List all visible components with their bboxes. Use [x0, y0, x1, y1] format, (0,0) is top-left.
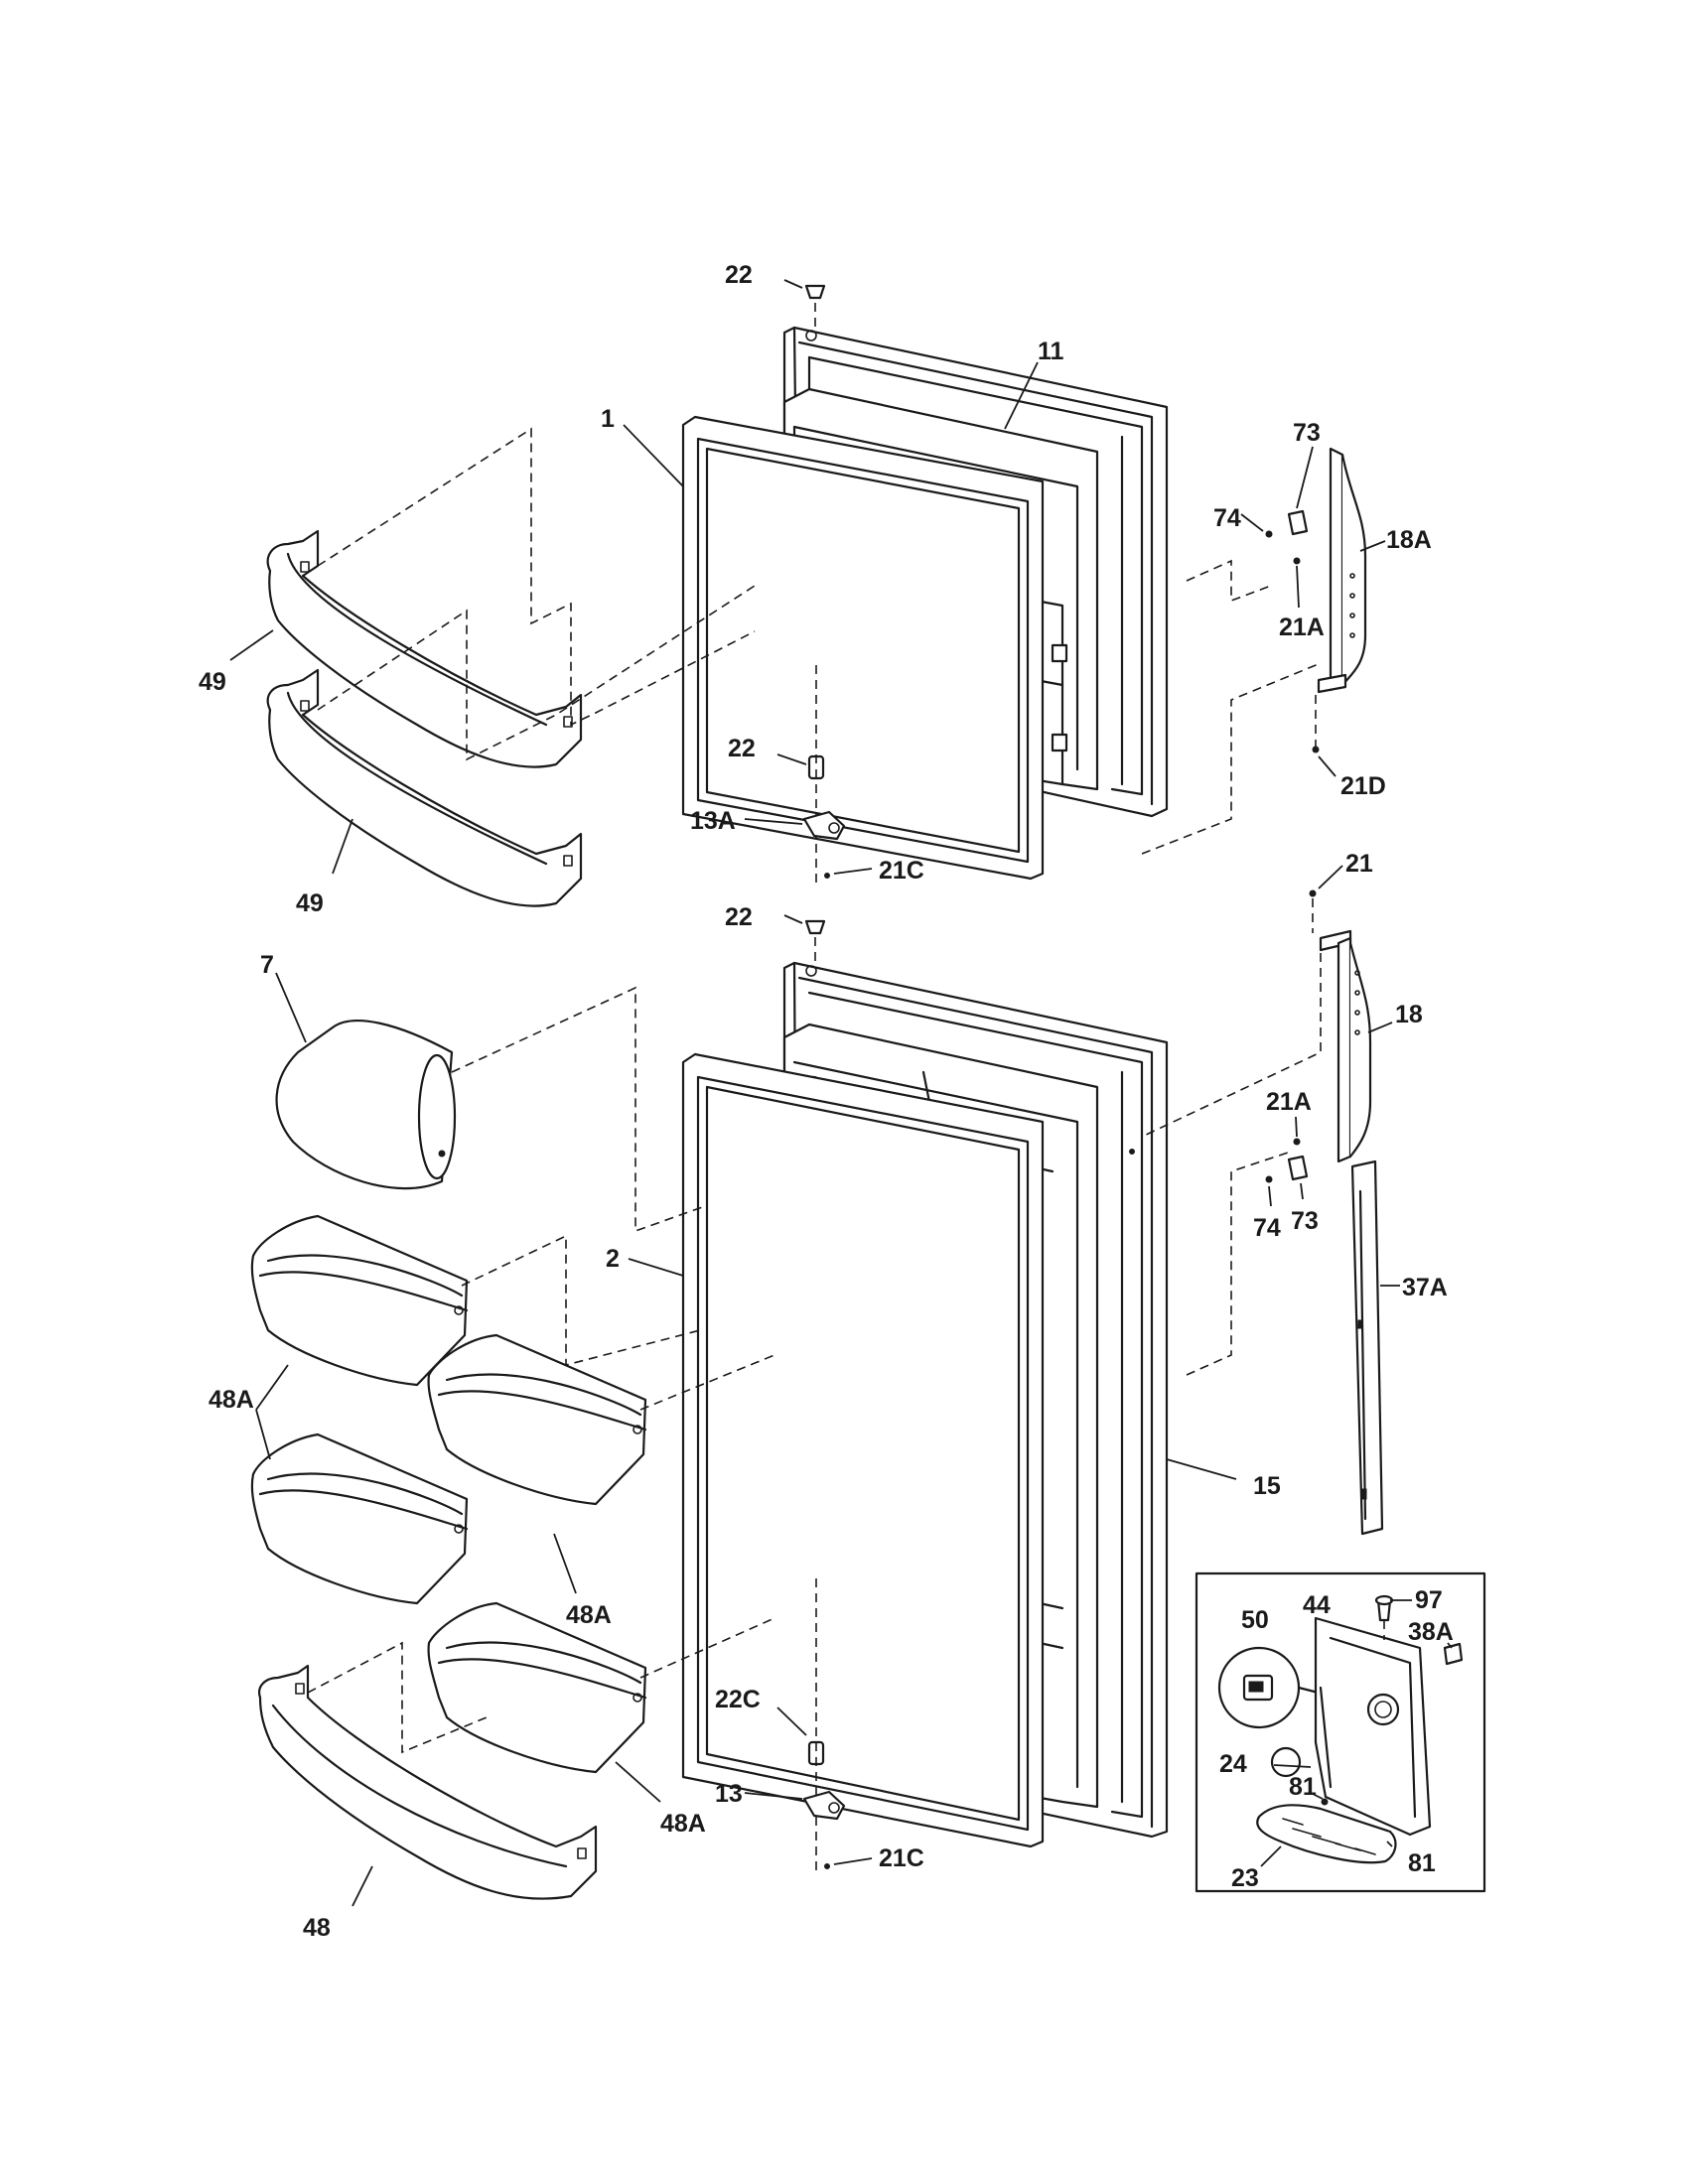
- label-22-low: 22: [725, 903, 753, 931]
- label-74-top: 74: [1213, 504, 1241, 532]
- alignment-line-bin-3: [639, 1617, 775, 1679]
- label-21A-top: 21A: [1279, 614, 1325, 641]
- alignment-line-dairy-cover: [451, 986, 706, 1233]
- hinge-bushing-13A: [802, 810, 846, 879]
- label-18: 18: [1395, 1001, 1423, 1028]
- handle-end-cap-73-low: [1287, 1155, 1309, 1181]
- door-shelf-bar-lower: [266, 668, 583, 907]
- door-bin-upper-left: [250, 1214, 469, 1387]
- label-81-upper: 81: [1289, 1773, 1317, 1801]
- hinge-bushing-13: [802, 1790, 846, 1869]
- door-bin-lower-right: [427, 1601, 647, 1774]
- label-81-lower: 81: [1408, 1849, 1436, 1877]
- label-7: 7: [260, 951, 274, 979]
- label-24: 24: [1219, 1750, 1247, 1778]
- screw-21: [1309, 889, 1317, 897]
- label-22-top: 22: [725, 261, 753, 289]
- door-bin-middle-left: [250, 1433, 469, 1605]
- screw-74-low: [1265, 1175, 1273, 1183]
- label-38A: 38A: [1408, 1618, 1454, 1646]
- label-1: 1: [601, 405, 615, 433]
- label-49-lower: 49: [296, 889, 324, 917]
- part-labels: 22 11 1 73 74 18A 21A 21D 49 49 22 13A 2…: [199, 261, 1454, 1942]
- label-73-top: 73: [1293, 419, 1321, 447]
- label-2: 2: [606, 1245, 620, 1273]
- label-73-low: 73: [1291, 1207, 1319, 1235]
- screw-21A-top: [1293, 557, 1301, 565]
- alignment-line-fresh-right: [1186, 1151, 1292, 1376]
- label-37A: 37A: [1402, 1274, 1448, 1301]
- hinge-pin-lower-top: [804, 919, 826, 963]
- leader-lines: [229, 279, 1453, 1907]
- freezer-door-gasket: [681, 415, 1045, 881]
- alignment-line-fresh-handle: [1141, 943, 1322, 1161]
- label-49-upper: 49: [199, 668, 226, 696]
- screw-21D: [1312, 746, 1320, 753]
- label-48A-center: 48A: [566, 1601, 612, 1629]
- handle-end-cap-73-top: [1287, 509, 1309, 536]
- dairy-compartment-cover: [275, 1020, 457, 1190]
- alignment-line-bin-1: [461, 1234, 701, 1367]
- label-21A-low: 21A: [1266, 1088, 1312, 1116]
- hinge-pin-mid: [807, 665, 825, 884]
- label-21: 21: [1345, 850, 1373, 878]
- label-22-mid: 22: [728, 735, 756, 762]
- label-44: 44: [1303, 1591, 1331, 1619]
- label-21C-top: 21C: [879, 857, 924, 885]
- hinge-pin-top: [804, 284, 826, 328]
- label-15: 15: [1253, 1472, 1281, 1500]
- alignment-line-bin-bottom: [307, 1641, 488, 1754]
- alignment-line-bin-2: [639, 1354, 775, 1411]
- label-23: 23: [1231, 1864, 1259, 1892]
- label-18A: 18A: [1386, 526, 1432, 554]
- label-21D: 21D: [1340, 772, 1386, 800]
- label-50: 50: [1241, 1606, 1269, 1634]
- handle-trim-strip: [1350, 1160, 1384, 1536]
- alignment-line-freezer-right: [1186, 559, 1272, 603]
- freezer-handle: [1317, 447, 1367, 694]
- door-bin-middle-right: [427, 1333, 647, 1506]
- label-48A-left: 48A: [209, 1386, 254, 1414]
- door-bin-bottom-long: [258, 1664, 598, 1900]
- hinge-pin-22C: [807, 1578, 825, 1871]
- alignment-line-shelf-upper: [317, 427, 756, 727]
- label-22C: 22C: [715, 1686, 761, 1713]
- label-48A-lower: 48A: [660, 1810, 706, 1838]
- screw-74-top: [1265, 530, 1273, 538]
- label-11: 11: [1038, 338, 1064, 365]
- label-21C-low: 21C: [879, 1844, 924, 1872]
- fresh-food-door-gasket: [681, 1052, 1045, 1848]
- alignment-line-shelf-lower: [317, 585, 756, 761]
- label-13: 13: [715, 1780, 743, 1808]
- label-74-low: 74: [1253, 1214, 1281, 1242]
- dispenser-inset-box: [1195, 1571, 1486, 1893]
- label-97: 97: [1415, 1586, 1443, 1614]
- label-13A: 13A: [690, 807, 736, 835]
- fresh-food-handle: [1319, 929, 1372, 1163]
- alignment-line-freezer-handle: [1141, 662, 1322, 855]
- label-48: 48: [303, 1914, 331, 1942]
- screw-21A-low: [1293, 1138, 1301, 1146]
